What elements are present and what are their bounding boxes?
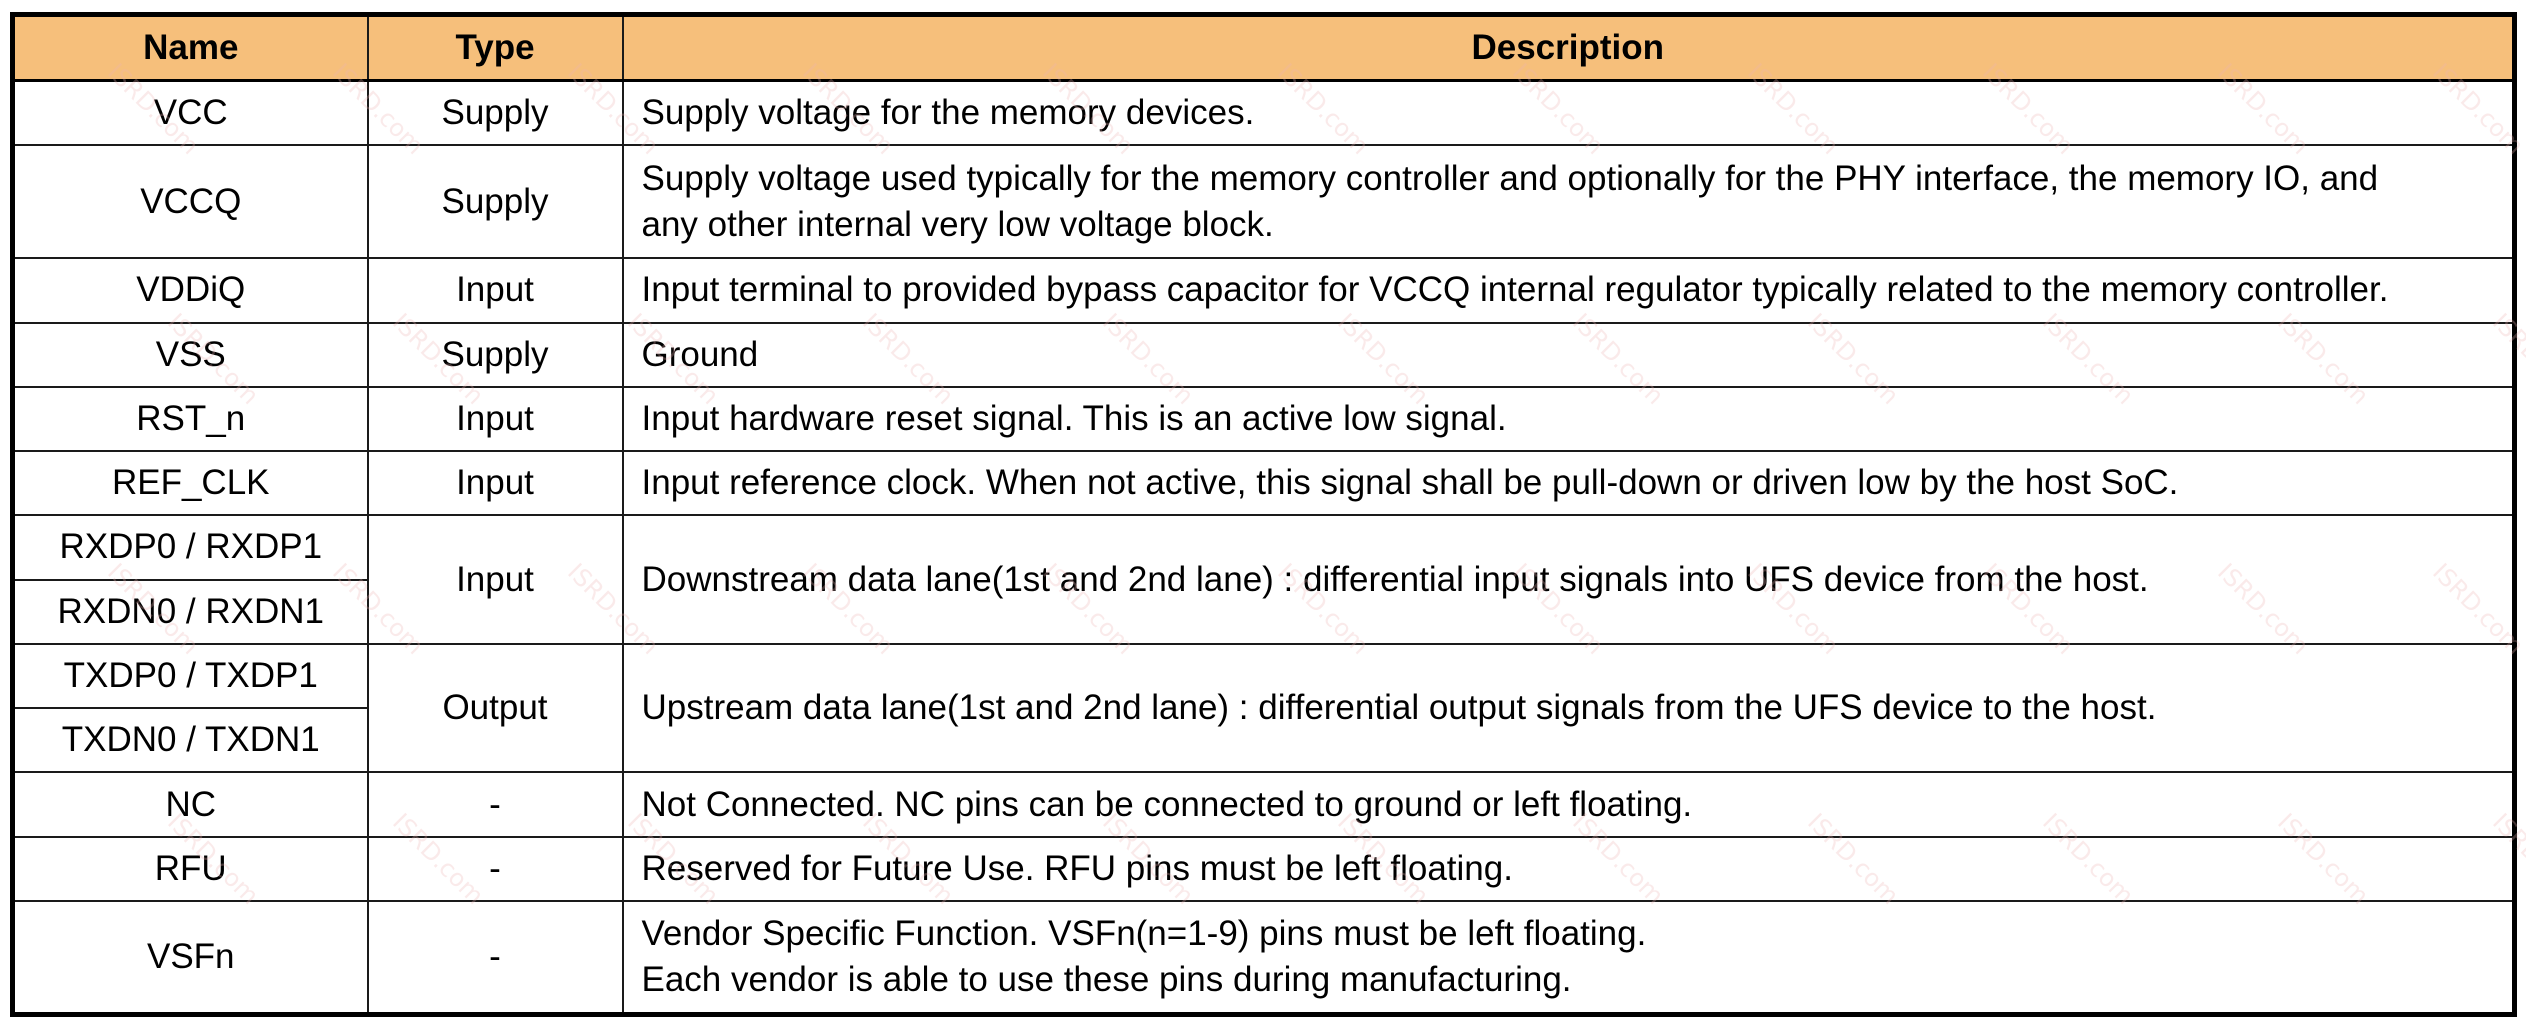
pin-name: VDDiQ: [11, 257, 369, 324]
pin-type: Output: [366, 642, 624, 774]
pin-description: Input hardware reset signal. This is an …: [621, 385, 2516, 453]
pin-type: Input: [366, 450, 624, 517]
pin-name: TXDN0 / TXDN1: [11, 707, 369, 774]
table-row: VCC Supply Supply voltage for the memory…: [11, 79, 2516, 146]
table-row: VCCQ Supply Supply voltage used typicall…: [11, 143, 2516, 260]
pin-description-table: Name Type Description VCC Supply Supply …: [10, 12, 2517, 1017]
pin-name: RXDN0 / RXDN1: [11, 578, 369, 645]
pin-name: RXDP0 / RXDP1: [11, 514, 369, 581]
pin-type: Supply: [366, 79, 624, 146]
pin-type: Supply: [366, 143, 624, 260]
pin-name: VSFn: [11, 899, 369, 1016]
pin-type: -: [366, 835, 624, 902]
description-line: Supply voltage used typically for the me…: [641, 158, 2379, 198]
table-row: RXDP0 / RXDP1 Input Downstream data lane…: [11, 514, 2516, 645]
pin-type: Supply: [366, 321, 624, 388]
pin-name: RST_n: [11, 385, 369, 453]
table-row: REF_CLK Input Input reference clock. Whe…: [11, 450, 2516, 517]
pin-description: Reserved for Future Use. RFU pins must b…: [621, 835, 2516, 902]
pin-description: Vendor Specific Function. VSFn(n=1-9) pi…: [621, 899, 2516, 1016]
header-type: Type: [366, 13, 624, 82]
pin-name: RFU: [11, 835, 369, 902]
table-row: TXDN0 / TXDN1: [11, 707, 2515, 774]
table-row: RXDN0 / RXDN1: [11, 578, 2515, 645]
pin-name: VCC: [11, 79, 369, 146]
description-line: any other internal very low voltage bloc…: [641, 204, 1274, 244]
pin-description: Upstream data lane(1st and 2nd lane) : d…: [621, 642, 2516, 774]
pin-name: TXDP0 / TXDP1: [11, 642, 369, 710]
description-line: Vendor Specific Function. VSFn(n=1-9) pi…: [641, 913, 1647, 953]
pin-type: -: [366, 771, 624, 838]
table-row: VSFn - Vendor Specific Function. VSFn(n=…: [11, 899, 2516, 1016]
pin-description: Ground: [621, 321, 2516, 388]
table-row: RST_n Input Input hardware reset signal.…: [11, 385, 2516, 453]
header-name: Name: [11, 13, 369, 82]
table-row: TXDP0 / TXDP1 Output Upstream data lane(…: [11, 642, 2516, 774]
pin-description: Supply voltage used typically for the me…: [621, 143, 2516, 260]
pin-description: Downstream data lane(1st and 2nd lane) :…: [621, 514, 2516, 645]
pin-name: REF_CLK: [11, 450, 369, 517]
table-row: NC - Not Connected. NC pins can be conne…: [11, 771, 2516, 838]
pin-name: VSS: [11, 321, 369, 388]
pin-name: NC: [11, 771, 369, 838]
table-row: VDDiQ Input Input terminal to provided b…: [11, 257, 2516, 324]
pin-type: -: [366, 899, 624, 1016]
pin-description: Input terminal to provided bypass capaci…: [621, 257, 2516, 324]
pin-type: Input: [366, 514, 624, 645]
table-header-row: Name Type Description: [11, 13, 2516, 82]
pin-description: Supply voltage for the memory devices.: [621, 79, 2516, 146]
pin-description: Input reference clock. When not active, …: [621, 450, 2516, 517]
pin-description: Not Connected. NC pins can be connected …: [621, 771, 2516, 838]
table-row: RFU - Reserved for Future Use. RFU pins …: [11, 835, 2516, 902]
pin-type: Input: [366, 385, 624, 453]
description-line: Each vendor is able to use these pins du…: [641, 959, 1572, 999]
table-row: VSS Supply Ground: [11, 321, 2516, 388]
pin-type: Input: [366, 257, 624, 324]
pin-name: VCCQ: [11, 143, 369, 260]
header-description: Description: [621, 13, 2516, 82]
